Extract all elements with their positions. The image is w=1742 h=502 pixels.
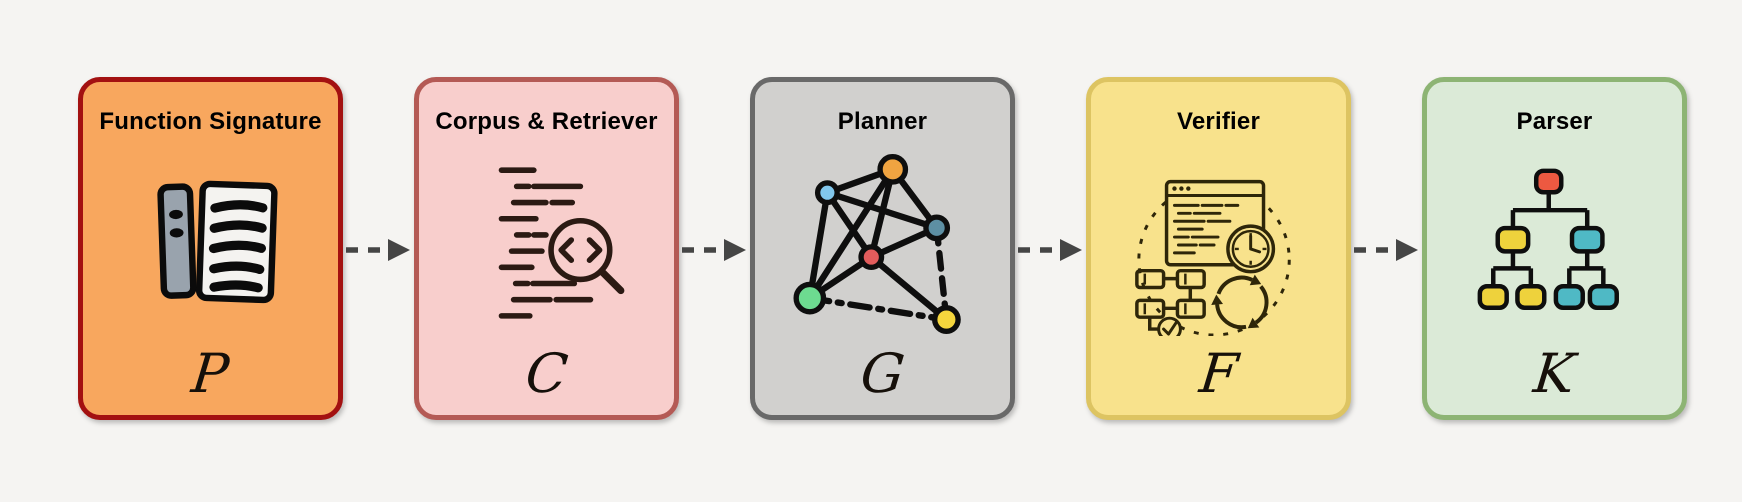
- symbol-c: C: [522, 342, 571, 405]
- node-root: [1533, 168, 1563, 195]
- function-document-icon: [83, 136, 338, 347]
- stage-parser: Parser K: [1422, 77, 1687, 420]
- node-mid-right: [1569, 225, 1605, 254]
- text-lines: [498, 166, 593, 319]
- node-red: [857, 243, 884, 270]
- code-bracket-left: [557, 236, 574, 263]
- code-bracket-right: [586, 236, 602, 263]
- node-leaf-2: [1514, 284, 1546, 310]
- symbol-g: G: [857, 342, 908, 405]
- stage-planner: Planner: [750, 77, 1015, 420]
- stage-title: Parser: [1516, 108, 1593, 135]
- node-mid-left: [1495, 225, 1530, 254]
- verifier-workflow-icon: [1091, 136, 1346, 347]
- node-steel-blue: [922, 213, 950, 241]
- node-yellow: [931, 304, 961, 334]
- magnifier-icon: [547, 217, 624, 294]
- node-green: [792, 281, 826, 314]
- stage-title: Verifier: [1177, 108, 1260, 135]
- arrowhead-icon: [724, 239, 746, 261]
- arrowhead-icon: [1396, 239, 1418, 261]
- document-spine: [156, 182, 197, 299]
- node-leaf-3: [1553, 284, 1585, 310]
- stage-title: Function Signature: [99, 108, 322, 135]
- flow-arrow-1: [346, 239, 410, 261]
- node-leaf-4: [1587, 284, 1619, 310]
- graph-network-icon: [755, 136, 1010, 347]
- arrowhead-icon: [388, 239, 410, 261]
- syntax-tree-icon: [1427, 136, 1682, 347]
- flow-arrow-3: [1018, 239, 1082, 261]
- symbol-p: P: [189, 342, 233, 405]
- flow-arrow-2: [682, 239, 746, 261]
- clock-icon: [1225, 223, 1275, 273]
- node-light-blue: [814, 179, 840, 205]
- recycle-icon: [1204, 265, 1269, 334]
- flowchart-icon: [1134, 268, 1206, 331]
- stage-function-signature: Function Signature: [78, 77, 343, 420]
- document-page: [195, 180, 278, 303]
- magnifier-handle: [597, 267, 624, 294]
- stage-verifier: Verifier: [1086, 77, 1351, 420]
- symbol-f: F: [1196, 342, 1241, 405]
- symbol-k: K: [1531, 342, 1579, 405]
- node-leaf-1: [1477, 284, 1509, 310]
- flow-arrow-4: [1354, 239, 1418, 261]
- code-lines: [1172, 203, 1239, 254]
- stage-title: Corpus & Retriever: [435, 108, 658, 135]
- check-icon: [1156, 316, 1182, 336]
- node-orange: [876, 153, 908, 185]
- tree-connectors: [1490, 192, 1606, 287]
- arrowhead-icon: [1060, 239, 1082, 261]
- stage-title: Planner: [837, 108, 928, 135]
- tree-nodes: [1477, 168, 1619, 310]
- code-search-icon: [419, 136, 674, 347]
- graph-nodes: [792, 153, 961, 334]
- stage-corpus-retriever: Corpus & Retriever: [414, 77, 679, 420]
